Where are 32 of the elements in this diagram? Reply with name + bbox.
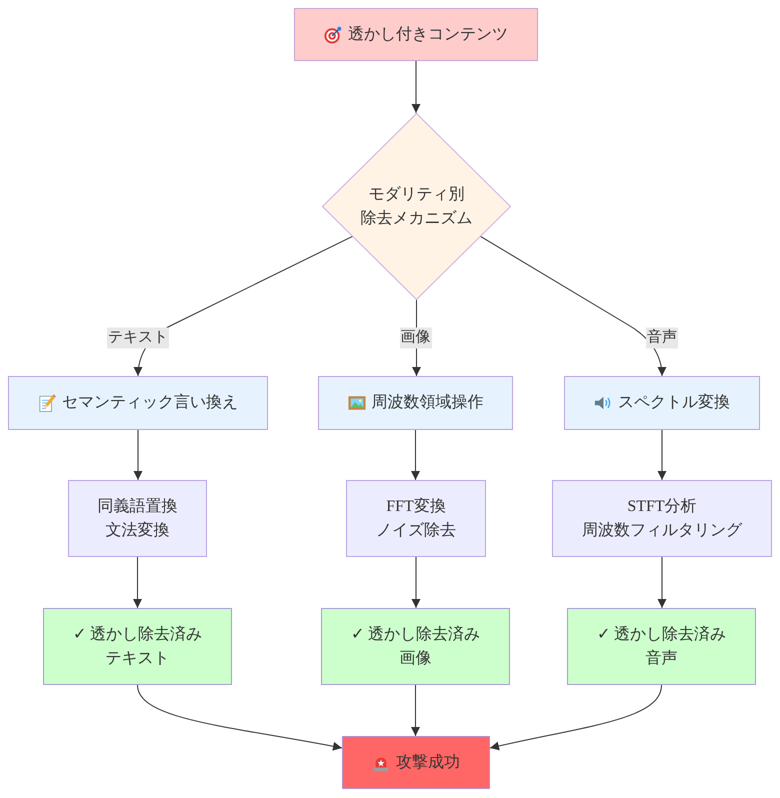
process-box: [8, 376, 268, 430]
process-box: FFT変換ノイズ除去: [346, 480, 486, 557]
arrow: [658, 430, 666, 480]
edge-label: 画像: [400, 328, 432, 348]
process-box: [318, 376, 513, 430]
decision-label: モダリティ別除去メカニズム: [360, 184, 472, 228]
arrow: [411, 684, 420, 736]
edge-label: テキスト: [107, 328, 169, 348]
step-label: セマンティック言い換え: [62, 392, 238, 413]
arrow: [412, 60, 420, 114]
process-box: 同義語置換文法変換: [68, 480, 207, 557]
arrow: [658, 556, 666, 608]
process-box: [564, 376, 760, 430]
process-box: [294, 8, 538, 61]
step-label: 攻撃成功: [396, 752, 460, 772]
arrow: [480, 236, 666, 376]
process-box: ✓ 透かし除去済みテキスト: [43, 608, 232, 685]
step-label: 周波数領域操作: [372, 392, 484, 413]
process-box: ✓ 透かし除去済み画像: [321, 608, 510, 685]
process-box: [342, 736, 490, 789]
arrow: [134, 236, 354, 376]
arrow: [133, 556, 142, 608]
arrow: [411, 430, 420, 480]
process-box: ✓ 透かし除去済み音声: [567, 608, 756, 685]
arrow: [490, 684, 662, 750]
arrow: [412, 556, 420, 608]
process-box: STFT分析周波数フィルタリング: [552, 480, 772, 557]
edge-label: 音声: [646, 328, 678, 348]
step-label: 透かし付きコンテンツ: [348, 24, 508, 44]
arrow: [137, 684, 342, 751]
arrow: [134, 430, 142, 480]
step-label: スペクトル変換: [618, 392, 730, 413]
